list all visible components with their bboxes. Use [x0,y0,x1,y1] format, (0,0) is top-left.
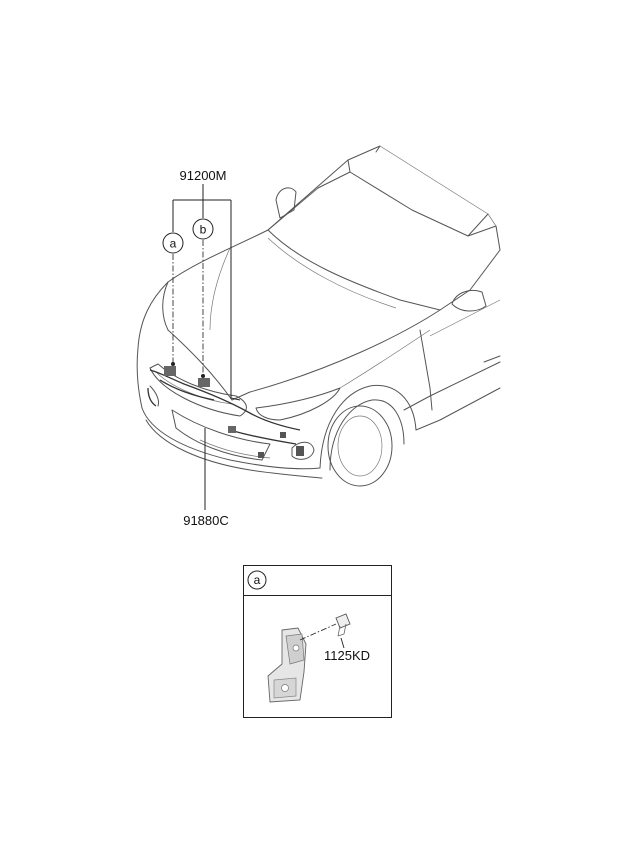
part-label-1125kd: 1125KD [324,648,370,663]
car-illustration [136,145,501,487]
connector [258,452,264,458]
connector [164,366,176,376]
wiring-harness [147,366,304,458]
callout-a: a [162,232,184,254]
bracket-illustration [267,627,307,703]
part-label-91880c: 91880C [183,513,229,528]
connector [296,446,304,456]
svg-text:b: b [200,223,207,237]
part-label-91200m: 91200M [180,168,227,183]
leader-lines [171,184,241,510]
callout-b: b [192,218,214,240]
connector [198,378,210,387]
connector [228,426,236,433]
detail-callout-a: a [254,573,261,587]
bolt-illustration [335,613,351,637]
svg-text:a: a [170,237,177,251]
connector [280,432,286,438]
detail-box-a: a 1125KD [243,565,392,718]
